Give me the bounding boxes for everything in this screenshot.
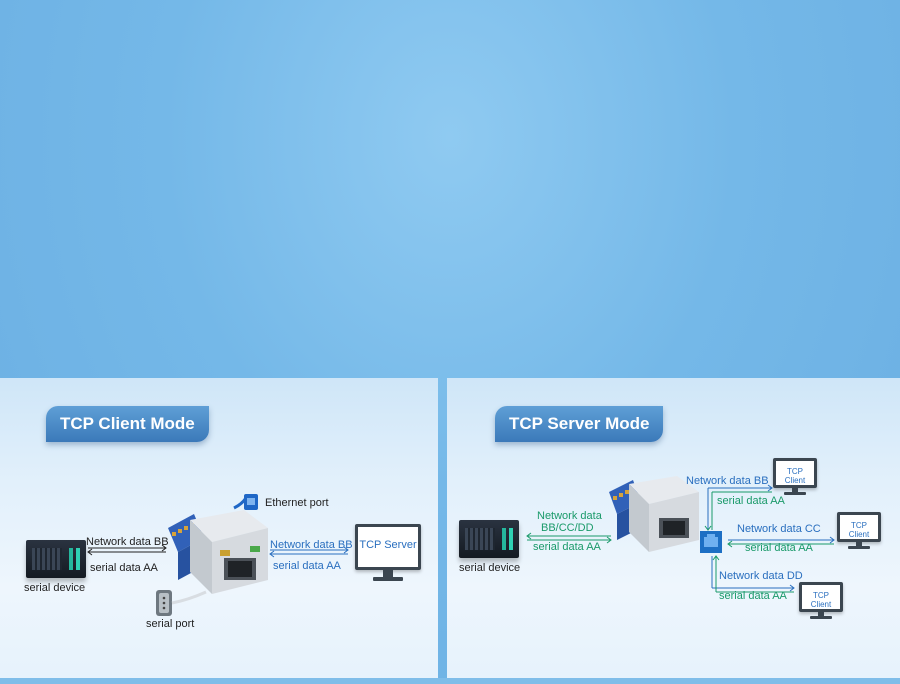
ethernet-module-icon-right (609, 476, 699, 552)
serial-port-icon (156, 590, 207, 616)
top-background (0, 0, 900, 378)
tcp-server-monitor-icon: TCP Server (355, 524, 421, 581)
bottom-strip (0, 678, 900, 684)
network-data-cc-label: Network data CC (737, 523, 821, 535)
serial-data-aa-bb-label: serial data AA (717, 495, 785, 507)
multi-network-arrows (526, 532, 612, 544)
tcp-server-label: TCP Server (359, 539, 417, 551)
serial-device-label-right: serial device (459, 562, 521, 574)
tcp-client-monitor-2: TCP Client (837, 512, 881, 549)
network-data-multi-label-line1: Network data (537, 510, 602, 522)
serial-port-label: serial port (146, 618, 195, 630)
tcp-server-mode-panel: TCP Server Mode serial device Network da… (447, 378, 900, 678)
serial-device-icon (26, 540, 86, 578)
network-hub-icon (700, 531, 722, 553)
tcp-client-label-1: TCP Client (784, 467, 806, 485)
ethernet-port-icon (233, 494, 258, 510)
tcp-client-mode-title: TCP Client Mode (46, 406, 209, 442)
serial-arrows-left (87, 544, 167, 556)
tcp-client-label-2: TCP Client (848, 521, 870, 539)
ethernet-module-icon (168, 510, 268, 594)
network-data-bb-left-label: Network data BB (86, 536, 169, 548)
branch-arrows (704, 484, 835, 593)
serial-device-label: serial device (24, 582, 86, 594)
serial-data-aa-left-label: serial data AA (90, 562, 158, 574)
serial-data-aa-dd-label: serial data AA (719, 590, 787, 602)
serial-device-icon-right (459, 520, 519, 558)
network-data-dd-label: Network data DD (719, 570, 803, 582)
tcp-client-monitor-3: TCP Client (799, 582, 843, 619)
serial-data-aa-right-label: serial data AA (273, 560, 341, 572)
serial-data-aa-multi-label: serial data AA (533, 541, 601, 553)
serial-data-aa-cc-label: serial data AA (745, 542, 813, 554)
network-arrows-left (269, 546, 349, 558)
tcp-client-monitor-1: TCP Client (773, 458, 817, 495)
network-data-bb-right-label: Network data BB (270, 539, 353, 551)
tcp-client-label-3: TCP Client (810, 591, 832, 609)
network-data-bb-label: Network data BB (686, 475, 769, 487)
tcp-client-mode-panel: TCP Client Mode serial device Network da… (0, 378, 438, 678)
tcp-server-mode-title: TCP Server Mode (495, 406, 664, 442)
ethernet-port-label: Ethernet port (265, 497, 329, 509)
network-data-multi-label-line2: BB/CC/DD (541, 522, 594, 534)
